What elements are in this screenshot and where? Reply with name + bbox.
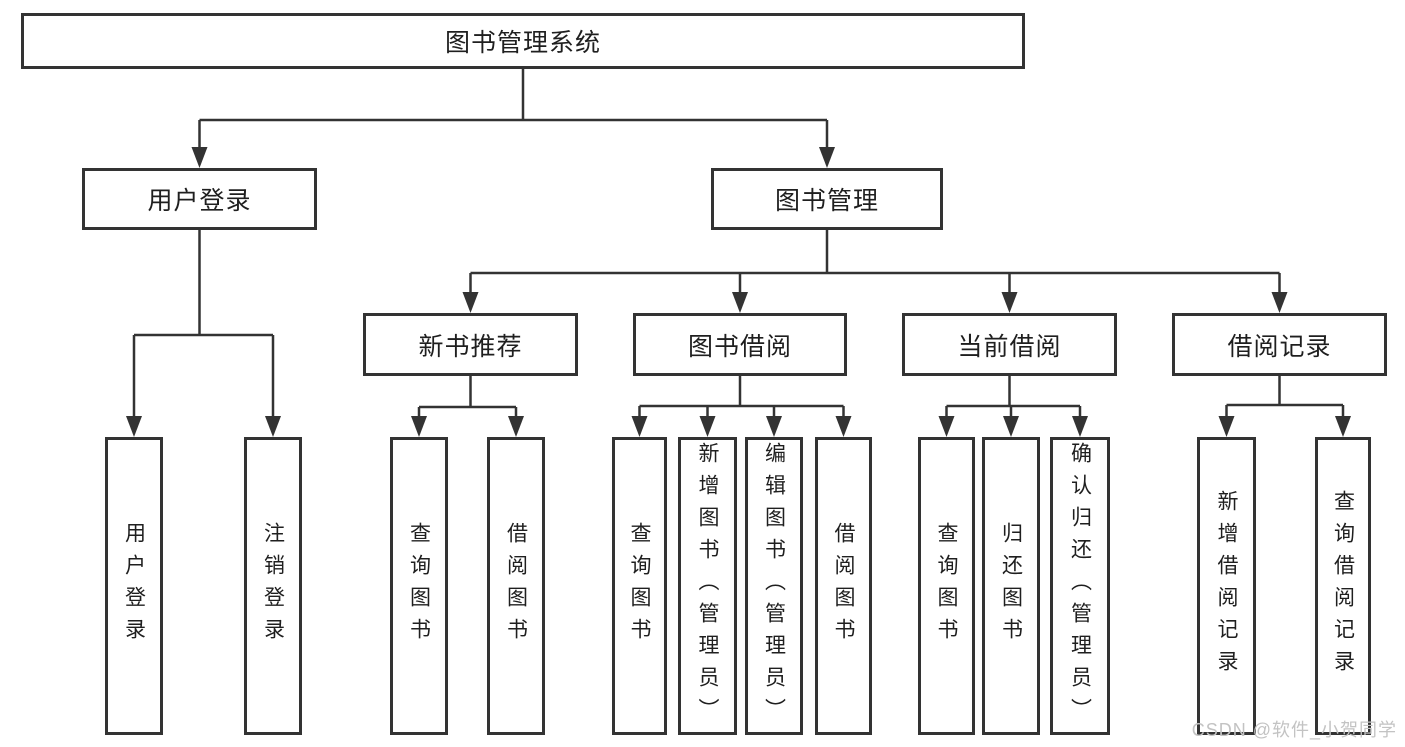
leaf-logout: 注销登录 xyxy=(244,437,302,735)
node-label: 借阅记录 xyxy=(1227,332,1332,361)
leaf-add-books-admin: 新增图书（管理员） xyxy=(678,437,737,735)
node-label: 图书借阅 xyxy=(687,332,792,361)
node-label: 用户登录 xyxy=(147,187,252,215)
node-label: 查询图书 xyxy=(935,522,958,650)
node-label: 新增借阅记录 xyxy=(1215,490,1238,682)
node-label: 当前借阅 xyxy=(957,332,1062,361)
node-label: 编辑图书（管理员） xyxy=(762,442,786,730)
node-new-book-recommendation: 新书推荐 xyxy=(363,313,578,376)
leaf-query-books-recommend: 查询图书 xyxy=(390,437,448,735)
node-label: 用户登录 xyxy=(122,522,146,650)
node-user-login-branch: 用户登录 xyxy=(82,168,317,230)
csdn-watermark: CSDN @软件_小贺同学 xyxy=(1191,720,1397,740)
node-borrowing-records: 借阅记录 xyxy=(1172,313,1387,376)
leaf-query-books-current: 查询图书 xyxy=(918,437,975,735)
node-label: 确认归还（管理员） xyxy=(1068,442,1092,730)
leaf-borrow-books-borrowing: 借阅图书 xyxy=(815,437,872,735)
leaf-user-login: 用户登录 xyxy=(105,437,163,735)
node-label: 查询图书 xyxy=(407,522,431,650)
node-label: 新增图书（管理员） xyxy=(696,442,719,730)
node-label: 借阅图书 xyxy=(504,522,528,650)
node-label: 查询借阅记录 xyxy=(1331,490,1355,682)
node-label: 借阅图书 xyxy=(832,522,855,650)
node-book-borrowing: 图书借阅 xyxy=(633,313,847,376)
node-label: 查询图书 xyxy=(628,522,651,650)
leaf-edit-books-admin: 编辑图书（管理员） xyxy=(745,437,803,735)
node-label: 注销登录 xyxy=(261,522,285,650)
leaf-query-books-borrowing: 查询图书 xyxy=(612,437,667,735)
leaf-borrow-books-recommend: 借阅图书 xyxy=(487,437,545,735)
node-label: 新书推荐 xyxy=(418,332,523,361)
node-label: 图书管理 xyxy=(774,187,879,215)
leaf-add-borrow-record: 新增借阅记录 xyxy=(1197,437,1256,735)
node-library-management-system: 图书管理系统 xyxy=(21,13,1025,69)
node-label: 图书管理系统 xyxy=(444,29,601,57)
leaf-confirm-return-admin: 确认归还（管理员） xyxy=(1050,437,1110,735)
leaf-return-books: 归还图书 xyxy=(982,437,1040,735)
node-book-management-branch: 图书管理 xyxy=(711,168,943,230)
leaf-query-borrow-record: 查询借阅记录 xyxy=(1315,437,1371,735)
node-label: 归还图书 xyxy=(999,522,1023,650)
node-current-borrowing: 当前借阅 xyxy=(902,313,1117,376)
